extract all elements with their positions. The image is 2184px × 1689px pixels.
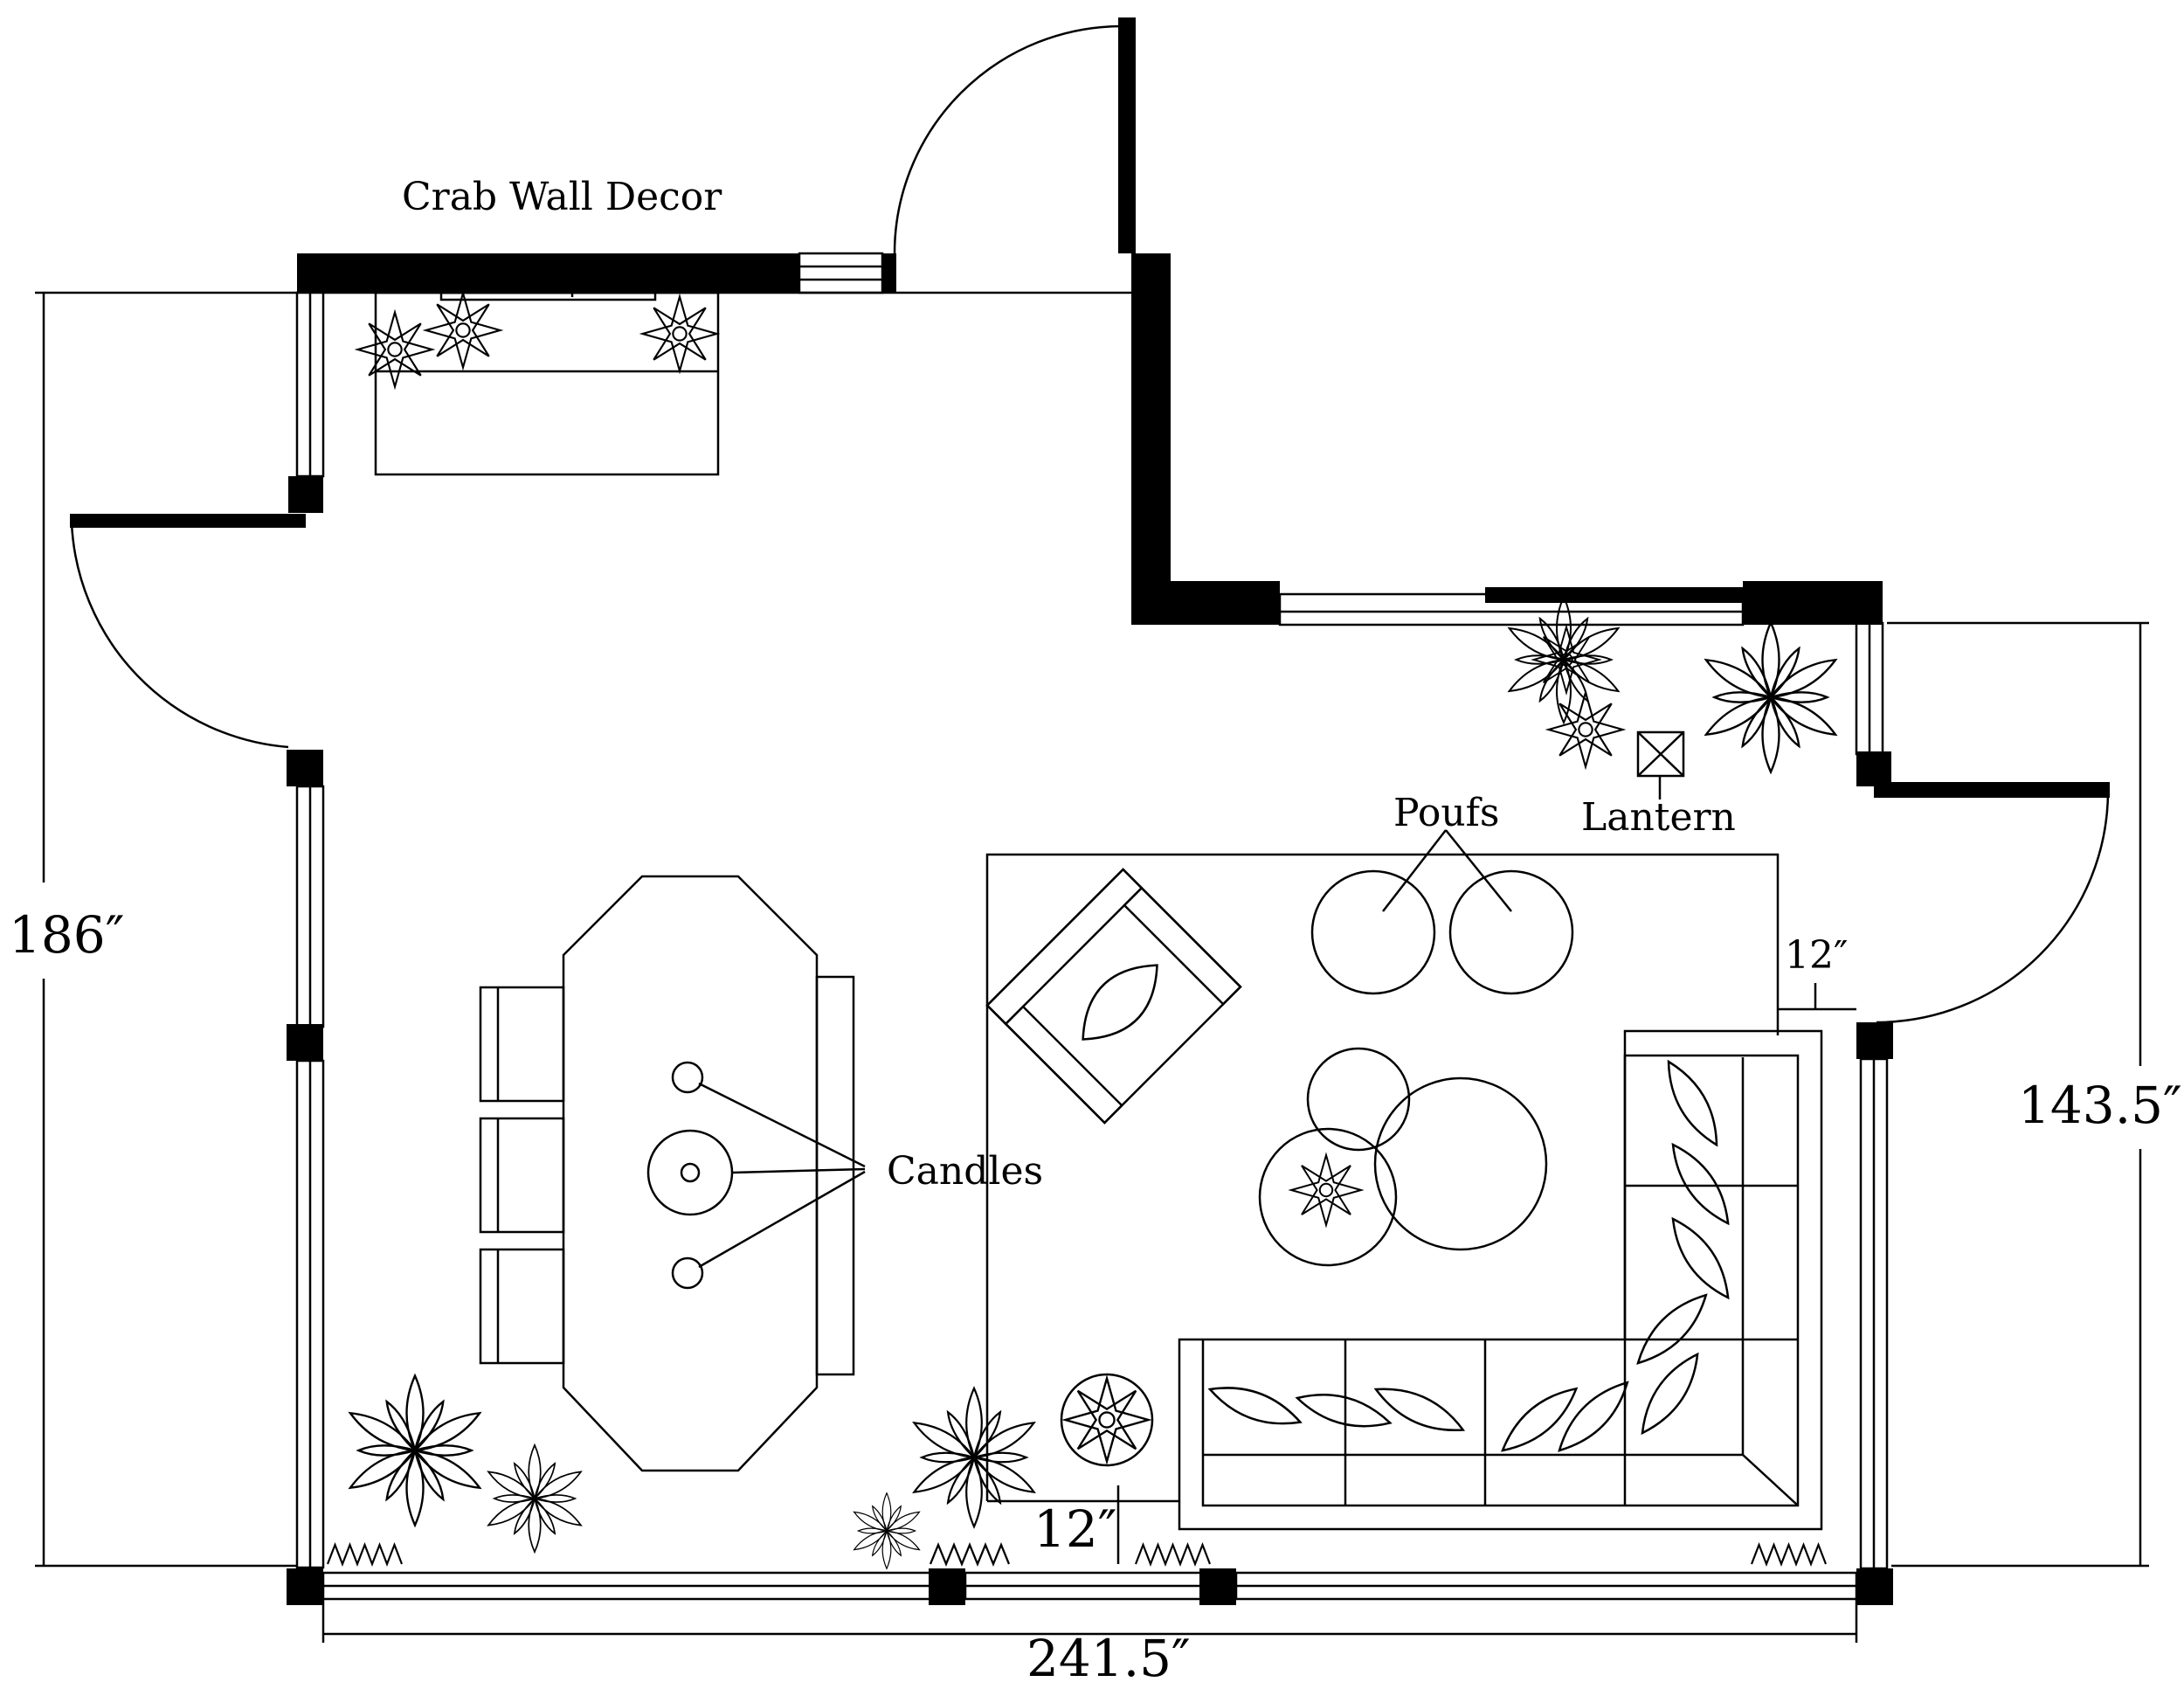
cushion: [1655, 1054, 1730, 1153]
left-height-dimension: 186″: [9, 905, 124, 965]
cushion: [1549, 1372, 1638, 1461]
cushion: [1493, 1377, 1586, 1462]
plants: [345, 595, 1841, 1569]
sofa-clearance-dimension: 12″: [1785, 933, 1848, 978]
dimension-lines: [35, 291, 2149, 1643]
side-table: [1060, 1373, 1154, 1467]
poufs: [1310, 829, 1574, 995]
poufs-label: Poufs: [1393, 791, 1500, 835]
chair: [479, 986, 565, 1103]
lantern-label: Lantern: [1581, 795, 1736, 840]
candles-label: Candles: [887, 1149, 1043, 1194]
coffee-tables: [1258, 1047, 1548, 1267]
chair: [479, 1248, 565, 1365]
candle: [671, 1256, 704, 1290]
flower-icon: [1547, 691, 1624, 768]
cushion: [1661, 1136, 1740, 1232]
bench: [815, 975, 855, 1376]
candle: [646, 1129, 734, 1216]
armchair: [985, 868, 1242, 1125]
flower-icon: [641, 295, 718, 372]
console-table: [356, 253, 720, 476]
flower-icon: [356, 311, 433, 388]
flower-icon: [1289, 1153, 1363, 1227]
candle: [671, 1061, 704, 1094]
plant-icon: [851, 1492, 923, 1569]
chair: [479, 1117, 565, 1234]
plant-icon: [1701, 621, 1841, 773]
rug: [985, 853, 1780, 1503]
cushion: [1369, 1376, 1470, 1443]
console-clearance-dimension: 12″: [1033, 1499, 1116, 1559]
cushion: [1628, 1284, 1717, 1374]
walls: [70, 17, 2110, 1605]
cushion: [1661, 1210, 1740, 1306]
right-height-dimension: 143.5″: [2018, 1076, 2182, 1135]
plant-icon: [909, 1387, 1040, 1528]
pouf: [1448, 869, 1574, 995]
plant-icon: [484, 1443, 585, 1554]
left-door: [70, 522, 289, 749]
wall-decor-label: Crab Wall Decor: [402, 175, 722, 219]
right-door: [1876, 791, 2110, 1024]
pouf: [1310, 869, 1436, 995]
bottom-width-dimension: 241.5″: [1026, 1629, 1191, 1685]
flower-icon: [425, 292, 501, 369]
lantern: [1636, 730, 1685, 800]
cushion: [1204, 1375, 1306, 1436]
flower-icon: [1064, 1377, 1150, 1463]
sectional-sofa: [1178, 1029, 1823, 1531]
top-door: [893, 24, 1123, 293]
dining-table: [479, 875, 866, 1472]
plant-icon: [1504, 595, 1623, 724]
plant-icon: [345, 1374, 485, 1526]
